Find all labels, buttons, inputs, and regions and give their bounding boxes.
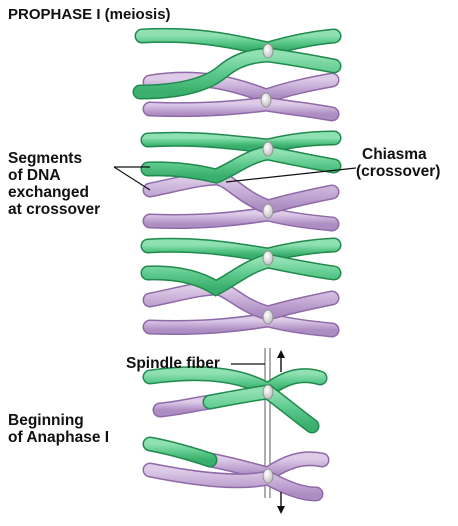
segments-label-line-2: of DNA <box>8 167 61 184</box>
anaphase-chromosomes <box>150 374 322 494</box>
segments-label-line-3: exchanged <box>8 184 89 201</box>
green-chromatid-anaphase-top <box>150 374 320 390</box>
green-chromatid-top-3 <box>148 245 334 255</box>
centromere-icon <box>263 204 273 218</box>
tetrad-3 <box>148 245 334 330</box>
centromere-icon <box>263 310 273 324</box>
tetrad-2 <box>148 138 334 224</box>
centromere-icon <box>263 142 273 156</box>
centromere-icon <box>261 93 271 107</box>
anaphase-label-line-1: Beginning <box>8 412 84 429</box>
recombinant-chromatid-anaphase-top <box>160 392 312 426</box>
purple-chromatid-bottom-2 <box>150 214 332 224</box>
arrow-down-icon <box>277 492 285 514</box>
spindle-fiber-label: Spindle fiber <box>126 355 220 372</box>
purple-chromatid-anaphase-bottom <box>150 470 316 494</box>
segments-label-line-4: at crossover <box>8 201 100 218</box>
diagram-title: PROPHASE I (meiosis) <box>8 6 171 23</box>
centromere-icon <box>263 251 273 265</box>
chiasma-label-line-1: Chiasma <box>362 146 427 163</box>
purple-chromatid-crossing-3 <box>150 288 332 313</box>
chiasma-leader-line <box>226 168 356 182</box>
purple-chromatid-crossing-2 <box>150 178 332 207</box>
centromere-icon <box>263 469 273 483</box>
segments-label-line-1: Segments <box>8 150 82 167</box>
arrow-up-icon <box>277 350 285 372</box>
green-chromatid-crossing-3 <box>148 261 334 288</box>
chiasma-label-line-2: (crossover) <box>356 163 440 180</box>
centromere-icon <box>263 44 273 58</box>
tetrad-1 <box>140 35 334 114</box>
green-chromatid-top-2 <box>148 138 334 146</box>
purple-chromatid-bottom-1 <box>150 104 332 114</box>
anaphase-label-line-2: of Anaphase I <box>8 429 109 446</box>
green-chromatid-top-1 <box>142 35 334 49</box>
purple-chromatid-bottom-3 <box>150 320 332 330</box>
centromere-icon <box>263 385 273 399</box>
green-chromatid-crossing-2 <box>148 153 334 176</box>
